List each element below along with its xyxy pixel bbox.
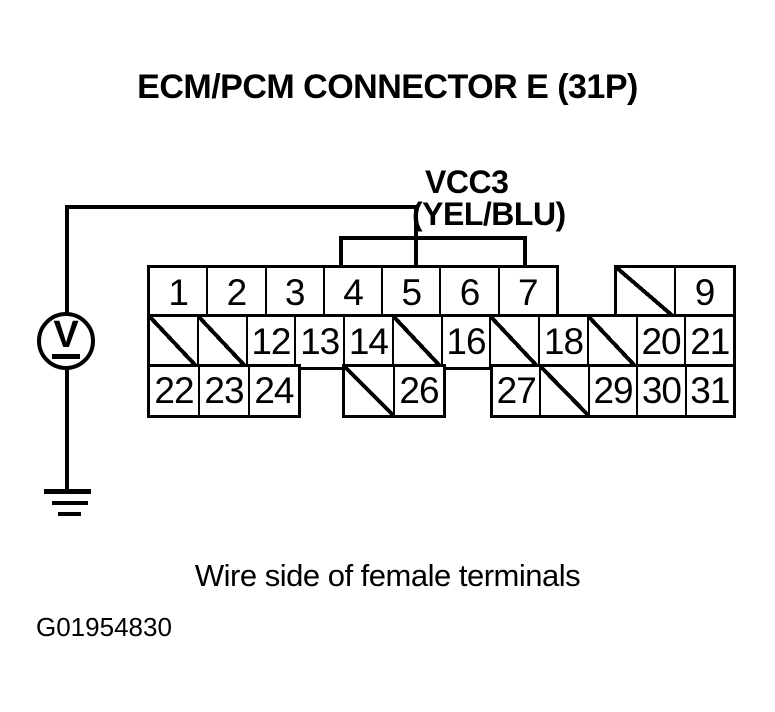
connector-key-tab	[339, 236, 527, 270]
voltmeter-underline	[52, 354, 80, 359]
voltmeter-symbol: V	[53, 314, 79, 356]
pin-cell-26: 26	[393, 367, 443, 415]
pin-cell-16: 16	[440, 317, 490, 367]
pin-cell-1: 1	[168, 271, 189, 313]
pin-cell-blocked	[489, 317, 539, 367]
pin-cell-4: 4	[322, 268, 381, 317]
pin-cell-23: 23	[197, 367, 248, 415]
pin-cell-29: 29	[587, 367, 636, 415]
pin-cell-blocked	[617, 268, 674, 317]
pin-cell-22: 22	[154, 370, 194, 411]
pin-cell-27: 27	[496, 370, 537, 411]
pin-cell-18: 18	[538, 317, 587, 367]
pin-cell-12: 12	[245, 317, 295, 367]
pin-cell-5: 5	[381, 268, 439, 317]
pin-cell-blocked	[150, 317, 197, 367]
ground-bar-1	[44, 489, 91, 494]
pin-cell-31: 31	[684, 367, 733, 415]
pin-cell-20: 20	[635, 317, 685, 367]
pin-cell-24: 24	[247, 367, 298, 415]
wire-segment-to-ground	[65, 370, 69, 491]
pin-block-row3-2: 26	[342, 364, 446, 418]
pin-cell-7: 7	[497, 268, 556, 317]
pin-cell-blocked	[196, 317, 246, 367]
pin-cell-blocked	[586, 317, 636, 367]
pin-cell-13: 13	[294, 317, 343, 367]
pin-cell-blocked	[391, 317, 441, 367]
diagram-title: ECM/PCM CONNECTOR E (31P)	[137, 68, 638, 106]
wire-segment-horizontal-top	[65, 205, 418, 209]
pin-cell-blocked	[345, 367, 393, 415]
pin-cell-9: 9	[674, 268, 733, 317]
wire-label: VCC3 (YEL/BLU)	[412, 166, 566, 230]
pin-cell-14: 14	[343, 317, 392, 367]
pin-cell-blocked	[539, 367, 588, 415]
figure-id: G01954830	[36, 612, 172, 642]
wire-label-name: VCC3	[425, 164, 509, 200]
ground-bar-3	[58, 512, 81, 516]
wire-label-color-code: (YEL/BLU)	[412, 196, 566, 232]
pin-block-row1-2: 9	[614, 265, 736, 320]
pin-cell-30: 30	[636, 367, 684, 415]
ground-bar-2	[52, 501, 88, 505]
voltmeter-icon: V	[37, 312, 95, 370]
pin-cell-6: 6	[439, 268, 497, 317]
pin-cell-2: 2	[206, 268, 264, 317]
pin-cell-21: 21	[684, 317, 733, 367]
caption: Wire side of female terminals	[194, 558, 581, 593]
wire-segment-vertical-left	[65, 205, 69, 315]
pin-cell-3: 3	[264, 268, 323, 317]
